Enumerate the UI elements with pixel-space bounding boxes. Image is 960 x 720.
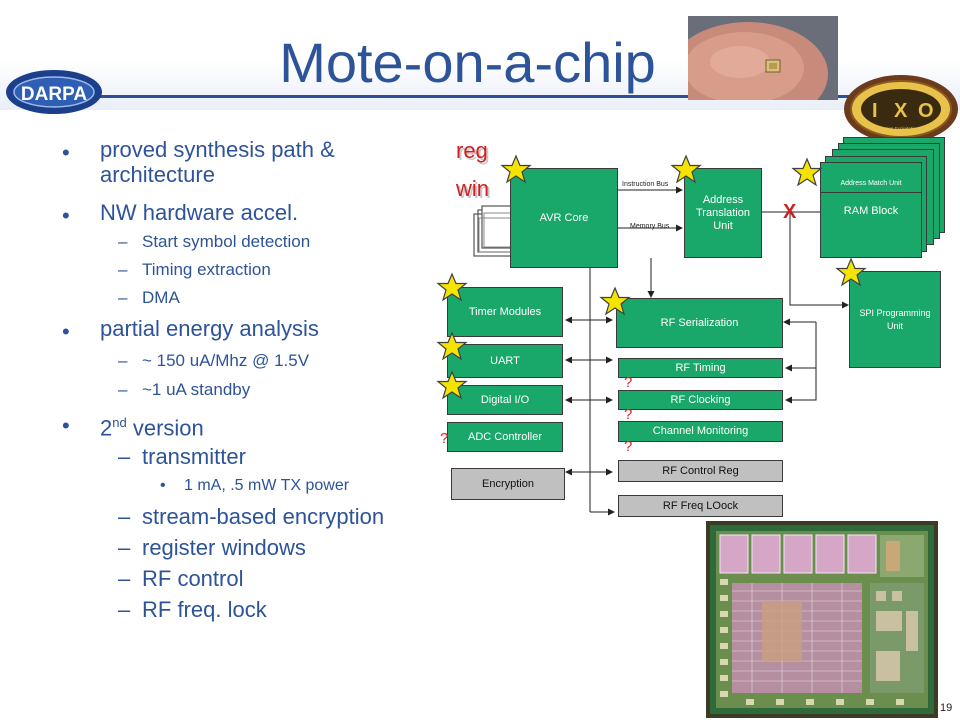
avr-core-block: AVR Core <box>510 168 618 268</box>
bullet-marker: • <box>62 140 70 165</box>
address-translation-block: Address Translation Unit <box>684 168 762 258</box>
dash-marker: – <box>118 351 128 370</box>
bullet-marker: • <box>160 477 166 494</box>
chip-die-photo <box>706 521 938 718</box>
bullet-marker: • <box>62 203 70 228</box>
rf-control-reg-block: RF Control Reg <box>618 460 783 482</box>
rf-freq-lock-block: RF Freq LOock <box>618 495 783 517</box>
dash-marker: – <box>118 232 128 251</box>
dash-marker: – <box>118 597 131 622</box>
chip-on-fingertip-photo <box>688 16 838 100</box>
encryption-block: Encryption <box>451 468 565 500</box>
bullet-marker: • <box>62 319 70 344</box>
header-rule <box>60 95 900 98</box>
bullet-marker: • <box>62 413 70 438</box>
svg-text:X: X <box>894 100 908 122</box>
page-number: 19 <box>940 702 953 714</box>
version-suffix: nd <box>112 415 127 430</box>
subsub-tx-power: 1 mA, .5 mW TX power <box>184 477 350 494</box>
dash-marker: – <box>118 566 131 591</box>
reg-label: reg <box>456 138 488 163</box>
dash-marker: – <box>118 444 131 469</box>
slide-title: Mote-on-a-chip <box>279 31 656 94</box>
adc-controller-block: ADC Controller <box>447 422 563 452</box>
x-mark: X <box>783 201 797 223</box>
sub-dma: DMA <box>142 288 180 307</box>
digital-io-block: Digital I/O <box>447 385 563 415</box>
svg-text:I: I <box>872 100 878 122</box>
svg-text:DARPA: DARPA <box>21 84 87 105</box>
rf-timing-block: RF Timing <box>618 358 783 378</box>
channel-monitoring-block: Channel Monitoring <box>618 421 783 442</box>
uart-block: UART <box>447 344 563 378</box>
question-mark-clocking: ? <box>624 406 633 423</box>
svg-text:Information Exploitation Offic: Information Exploitation Office <box>871 126 931 131</box>
memory-bus-label: Memory Bus <box>630 223 670 230</box>
version-number: 2 <box>100 415 113 441</box>
sub-rf-freq-lock: RF freq. lock <box>142 597 267 622</box>
dash-marker: – <box>118 504 131 529</box>
dash-marker: – <box>118 535 131 560</box>
sub-active-current: ~ 150 uA/Mhz @ 1.5V <box>142 351 310 370</box>
version-word: version <box>126 415 204 441</box>
question-mark-adc: ? <box>440 430 449 447</box>
timer-modules-block: Timer Modules <box>447 287 563 337</box>
dash-marker: – <box>118 260 128 279</box>
rf-serialization-block: RF Serialization <box>616 298 783 348</box>
bullet-hw-accel: NW hardware accel. <box>100 200 299 225</box>
spi-programming-block: SPI Programming Unit <box>849 271 941 368</box>
bullet-energy: partial energy analysis <box>100 316 319 341</box>
bullet-synthesis: proved synthesis path & architecture <box>100 137 335 187</box>
dash-marker: – <box>118 288 128 307</box>
rf-clocking-block: RF Clocking <box>618 390 783 410</box>
svg-text:O: O <box>918 100 934 122</box>
bullet-second-version: 2nd version <box>100 410 204 440</box>
sub-rf-control: RF control <box>142 566 244 591</box>
instruction-bus-label: Instruction Bus <box>622 181 669 188</box>
darpa-logo: DARPA <box>6 70 102 114</box>
sub-start-symbol: Start symbol detection <box>142 232 311 251</box>
sub-timing: Timing extraction <box>142 260 271 279</box>
sub-register-windows: register windows <box>142 535 306 560</box>
address-match-unit: Address Match Unit <box>821 176 921 193</box>
question-mark-channel: ? <box>624 438 633 455</box>
sub-encryption: stream-based encryption <box>142 504 385 529</box>
ram-block-label: RAM Block <box>843 205 899 217</box>
sub-transmitter: transmitter <box>142 444 246 469</box>
sub-standby: ~1 uA standby <box>142 380 251 399</box>
dash-marker: – <box>118 380 128 399</box>
win-label: win <box>456 176 490 201</box>
ixo-logo: I X O Information Exploitation Office <box>844 75 958 143</box>
question-mark-timing: ? <box>624 374 633 391</box>
